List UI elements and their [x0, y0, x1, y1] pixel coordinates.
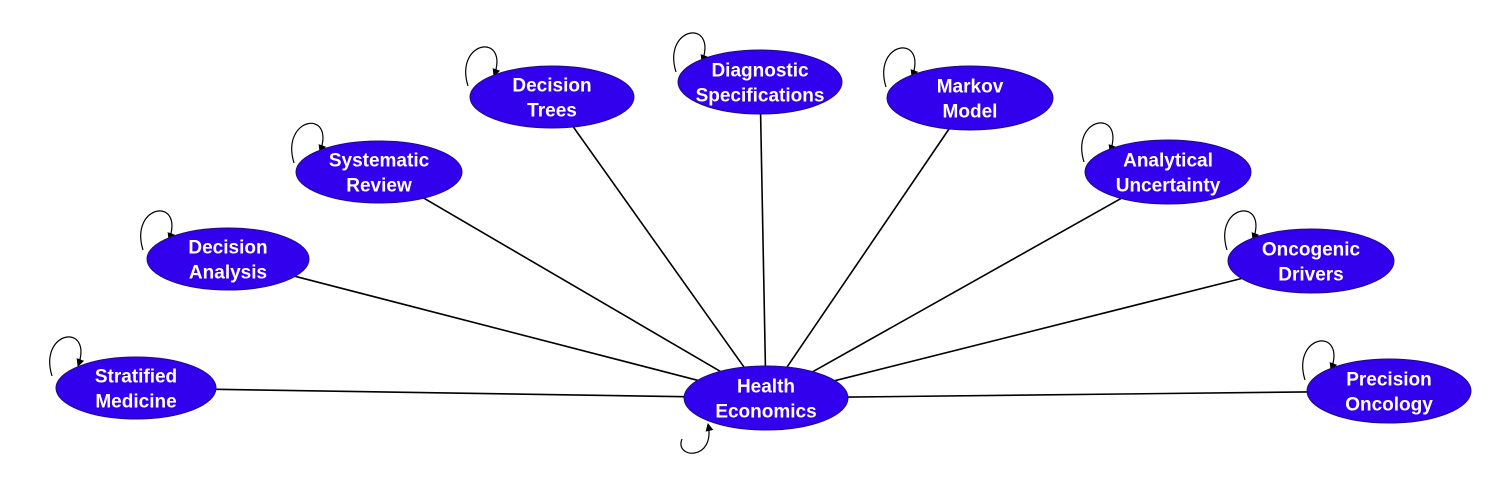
node-label-line: Economics [715, 402, 816, 423]
self-loop-analytical-uncertainty [1081, 122, 1117, 163]
edge-health-economics-to-markov-model [786, 128, 950, 368]
node-label-line: Systematic [329, 151, 430, 172]
edge-health-economics-to-precision-oncology [847, 391, 1308, 398]
node-label-line: Analytical [1123, 151, 1213, 172]
edges-layer [215, 113, 1308, 398]
edge-health-economics-to-diagnostic-specifications [759, 113, 767, 367]
node-label-line: Oncogenic [1262, 240, 1361, 261]
node-label-line: Decision [512, 76, 591, 97]
node-ellipse [55, 356, 217, 420]
node-ellipse [683, 365, 849, 431]
node-ellipse [295, 140, 463, 204]
node-ellipse [886, 65, 1054, 131]
node-label-line: Oncology [1345, 395, 1433, 416]
node-ellipse [469, 65, 635, 129]
node-label-line: Review [346, 176, 412, 197]
node-ellipse [1306, 358, 1472, 424]
self-loop-markov-model [883, 47, 919, 88]
node-label-line: Model [943, 102, 998, 123]
node-ellipse [1227, 228, 1395, 294]
self-loops-layer [49, 32, 1338, 454]
self-loop-stratified-medicine [49, 336, 85, 377]
node-label-line: Trees [527, 101, 577, 122]
self-loop-oncogenic-drivers [1224, 210, 1260, 251]
self-loop-systematic-review [291, 122, 327, 164]
node-ellipse [146, 227, 310, 291]
self-loop-decision-analysis [140, 210, 176, 251]
node-label-line: Analysis [189, 263, 267, 284]
self-loop-decision-trees [465, 46, 501, 87]
node-label-line: Health [737, 377, 795, 398]
edge-health-economics-to-systematic-review [423, 197, 721, 373]
edge-health-economics-to-oncogenic-drivers [834, 277, 1242, 382]
node-label-line: Stratified [95, 367, 177, 388]
node-label-line: Diagnostic [711, 61, 809, 82]
node-label-line: Precision [1346, 370, 1432, 391]
edge-health-economics-to-stratified-medicine [215, 388, 685, 398]
node-label-line: Specifications [696, 86, 825, 107]
node-label-line: Decision [188, 238, 267, 259]
node-ellipse [1084, 139, 1252, 205]
node-ellipse [677, 49, 843, 115]
node-label-line: Markov [937, 77, 1004, 98]
self-loop-health-economics [680, 423, 714, 454]
self-loop-precision-oncology [1302, 340, 1338, 381]
node-label-line: Drivers [1278, 265, 1344, 286]
edge-health-economics-to-analytical-uncertainty [812, 197, 1122, 373]
edge-health-economics-to-decision-analysis [294, 275, 698, 382]
edge-health-economics-to-decision-trees [572, 126, 745, 368]
self-loop-diagnostic-specifications [673, 32, 709, 73]
node-label-line: Medicine [95, 392, 176, 413]
node-label-line: Uncertainty [1116, 176, 1221, 197]
